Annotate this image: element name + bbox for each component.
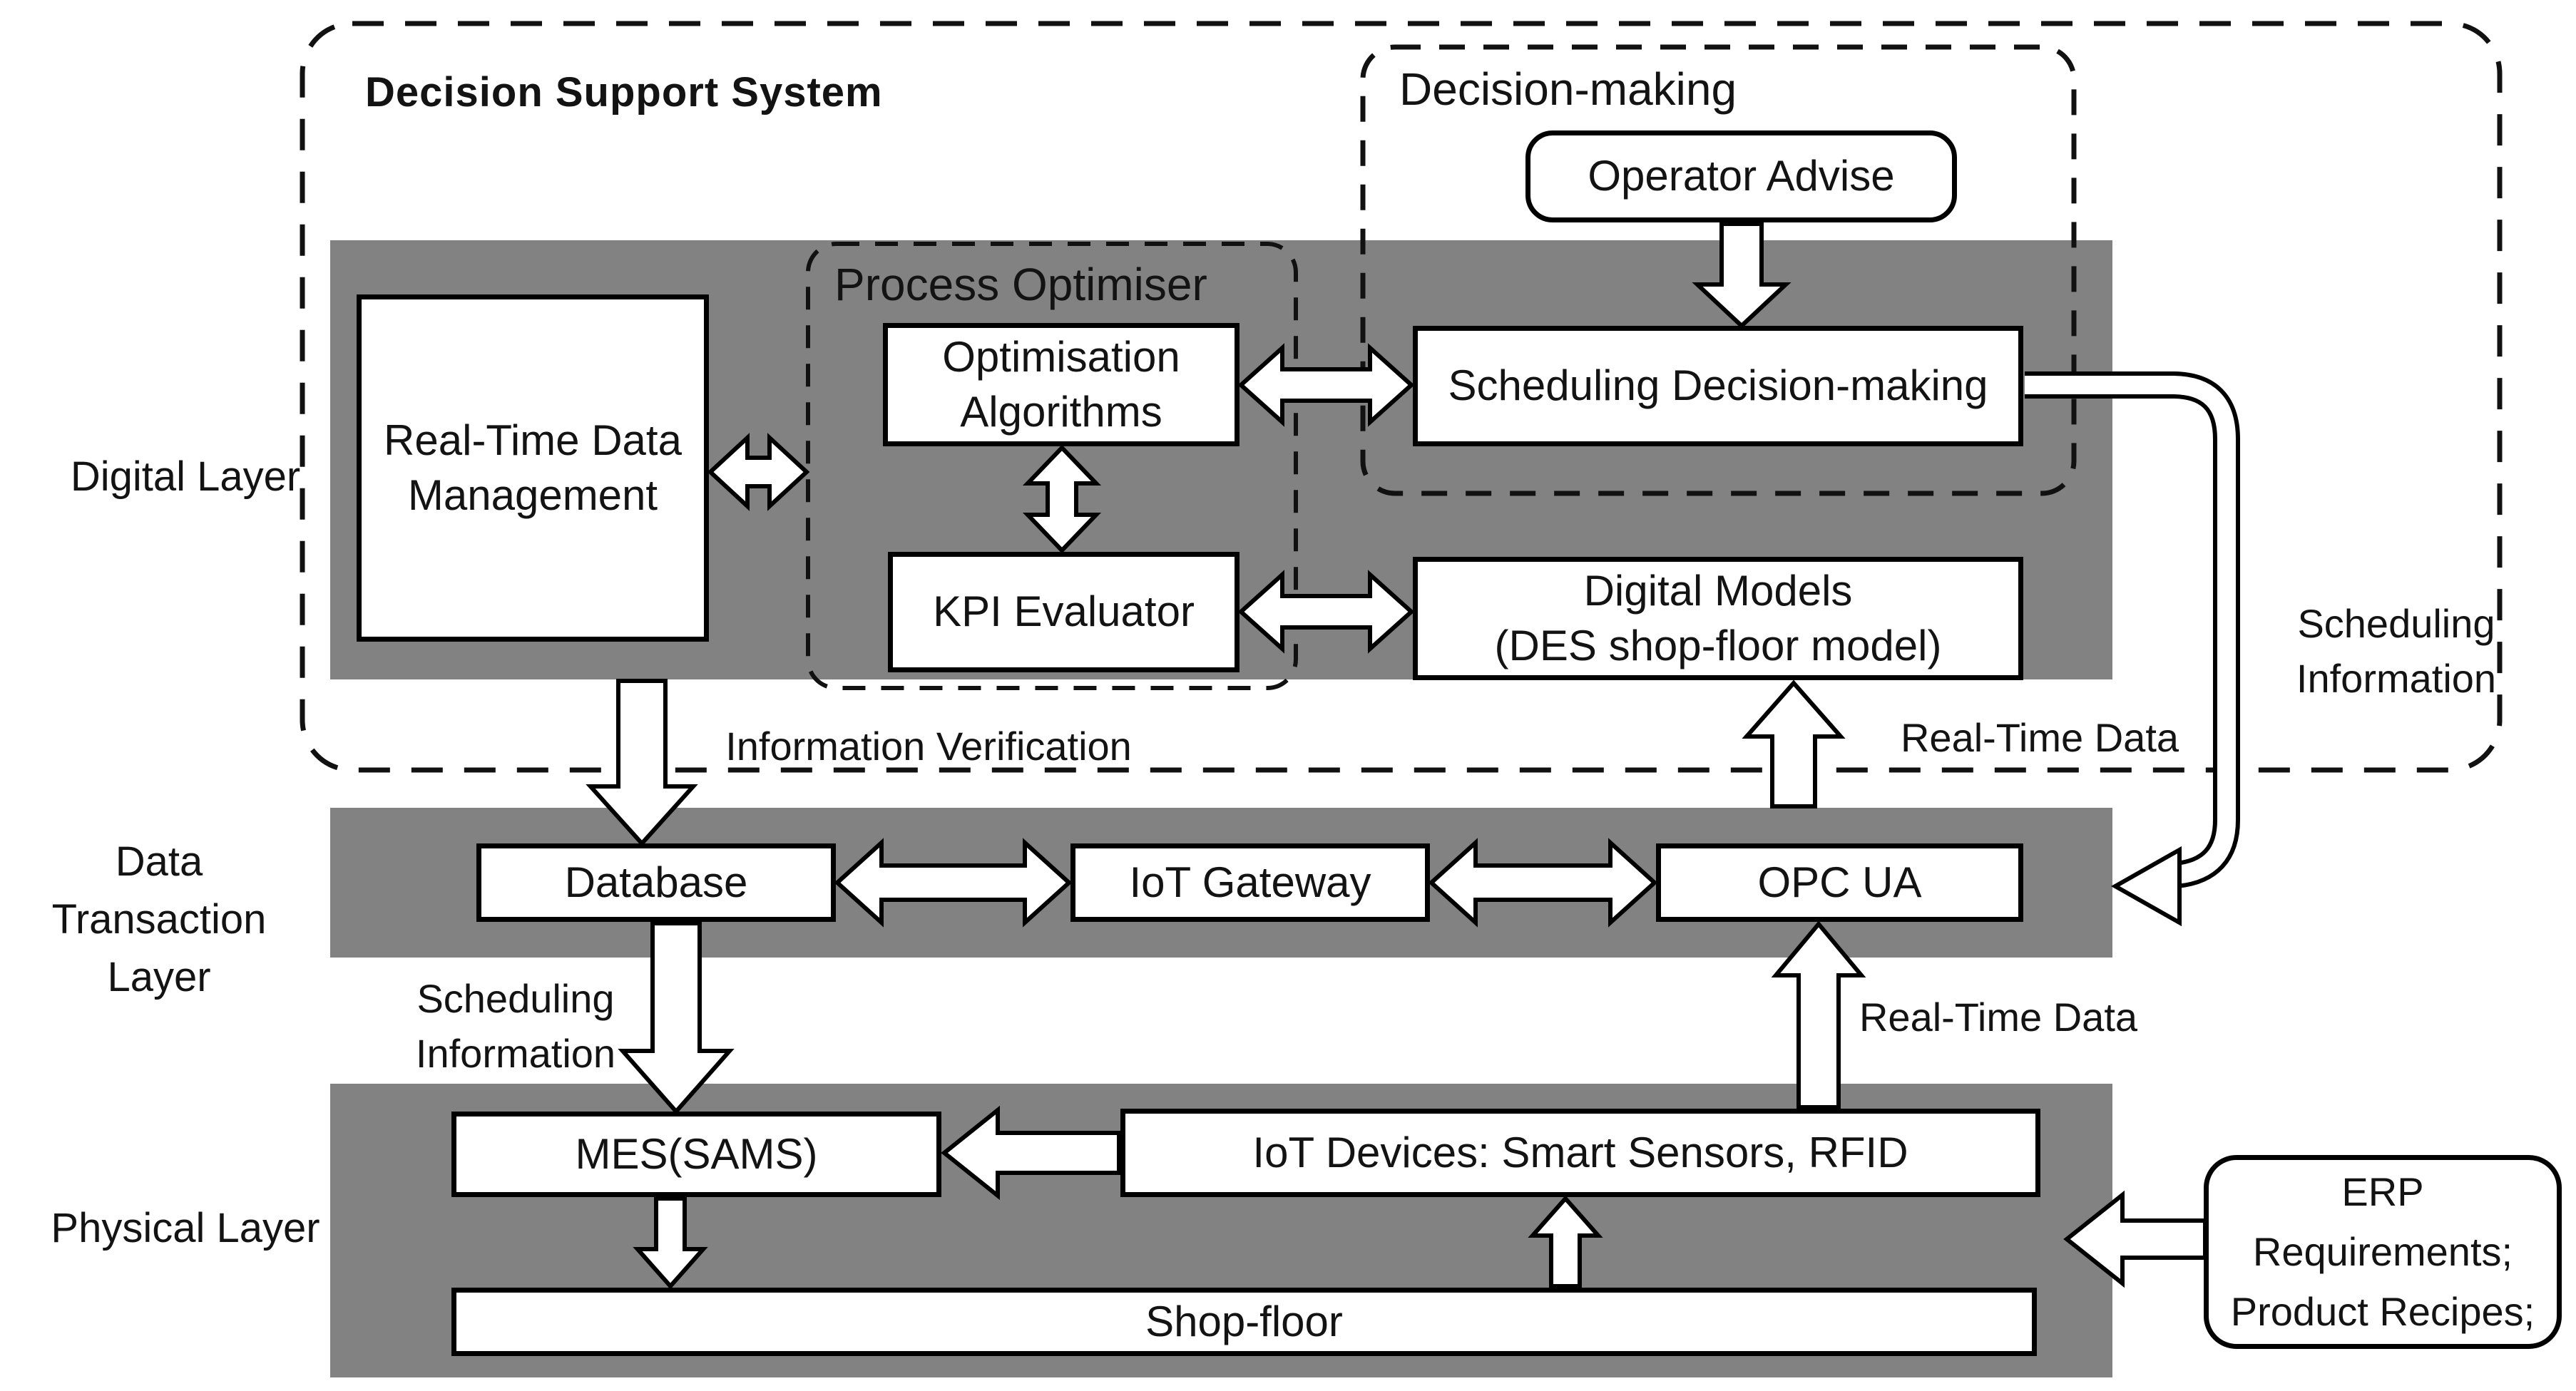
label-scheduling-information-right: Scheduling Information [2296, 601, 2497, 702]
node-kpi-evaluator: KPI Evaluator [888, 552, 1240, 672]
label-digital-layer: Digital Layer [70, 453, 301, 500]
label-data-transaction-layer: Data Transaction Layer [51, 838, 267, 1001]
node-mes-sams: MES(SAMS) [451, 1112, 941, 1197]
decision-making-group-label: Decision-making [1399, 63, 1737, 115]
label-physical-layer: Physical Layer [51, 1205, 320, 1251]
node-shop-floor: Shop-floor [451, 1288, 2037, 1356]
node-erp: ERP Requirements; Product Recipes; [2204, 1155, 2562, 1349]
node-iot-gateway: IoT Gateway [1070, 843, 1430, 922]
arrow-scheduling-info-curve-head [2110, 846, 2182, 927]
label-real-time-data-upper: Real-Time Data [1900, 715, 2179, 760]
node-iot-devices: IoT Devices: Smart Sensors, RFID [1120, 1109, 2040, 1197]
node-opc-ua: OPC UA [1656, 843, 2023, 922]
label-scheduling-information-left: Scheduling Information [415, 976, 616, 1077]
label-real-time-data-lower: Real-Time Data [1859, 995, 2138, 1040]
process-optimiser-group-label: Process Optimiser [834, 259, 1207, 310]
node-digital-models: Digital Models (DES shop-floor model) [1413, 557, 2023, 680]
node-real-time-data-management: Real-Time Data Management [357, 294, 709, 642]
decision-support-system-title: Decision Support System [365, 69, 883, 116]
label-information-verification: Information Verification [725, 724, 1132, 769]
node-database: Database [476, 843, 836, 922]
node-operator-advise: Operator Advise [1525, 130, 1957, 222]
arrow-real-time-data-up-digital-models [1742, 679, 1846, 809]
node-optimisation-algorithms: Optimisation Algorithms [883, 323, 1240, 446]
node-scheduling-decision-making: Scheduling Decision-making [1413, 326, 2023, 446]
